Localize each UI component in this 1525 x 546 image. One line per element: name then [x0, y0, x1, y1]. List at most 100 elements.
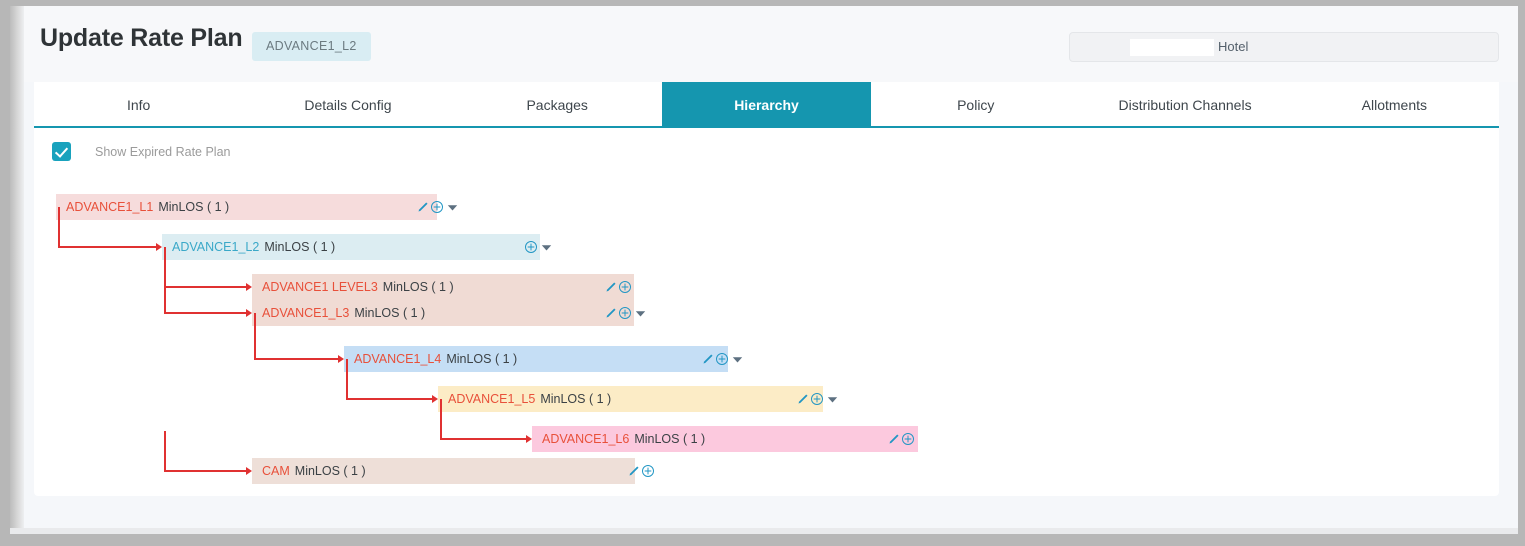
connector-root-to-cam-arrowhead	[246, 467, 252, 475]
tab-policy[interactable]: Policy	[871, 82, 1081, 128]
hierarchy-node-code: ADVANCE1_L6	[542, 432, 630, 446]
connector-l1-to-l2-horizontal	[58, 246, 158, 248]
hierarchy-node-actions	[524, 240, 554, 255]
hierarchy-node-code: ADVANCE1_L4	[354, 352, 442, 366]
tab-label: Hierarchy	[734, 97, 799, 113]
connector-l2-to-l3-arrowhead	[246, 309, 252, 317]
hierarchy-node-actions	[796, 392, 840, 407]
collapse-icon[interactable]	[825, 392, 840, 407]
tab-label: Allotments	[1361, 97, 1427, 113]
hierarchy-node[interactable]: CAM MinLOS ( 1 )	[252, 458, 654, 484]
tab-bar: Info Details Config Packages Hierarchy Polic…	[34, 82, 1499, 128]
hierarchy-node-code: ADVANCE1_L2	[172, 240, 260, 254]
collapse-icon[interactable]	[633, 306, 648, 321]
tab-label: Packages	[526, 97, 588, 113]
edit-icon[interactable]	[604, 307, 617, 320]
hotel-name-label: Hotel	[1218, 39, 1249, 54]
hierarchy-node-minlos: MinLOS ( 1 )	[446, 352, 518, 366]
hierarchy-node-minlos: MinLOS ( 1 )	[540, 392, 612, 406]
tab-info[interactable]: Info	[34, 82, 244, 128]
content-card: Info Details Config Packages Hierarchy Polic…	[34, 82, 1499, 496]
hierarchy-node-actions	[604, 306, 648, 321]
page-title: Update Rate Plan	[40, 24, 243, 52]
hierarchy-node-code: CAM	[262, 464, 290, 478]
hierarchy-node-actions	[627, 464, 655, 478]
hierarchy-node-minlos: MinLOS ( 1 )	[354, 306, 426, 320]
hierarchy-node-minlos: MinLOS ( 1 )	[158, 200, 230, 214]
hierarchy-node[interactable]: ADVANCE1_L5 MinLOS ( 1 )	[438, 386, 838, 412]
hotel-selector[interactable]: Hotel	[1069, 32, 1499, 62]
connector-l3-to-l4-arrowhead	[338, 355, 344, 363]
tab-allotments[interactable]: Allotments	[1289, 82, 1499, 128]
show-expired-rate-plan-row: Show Expired Rate Plan	[52, 142, 231, 161]
connector-l4-to-l5-horizontal	[346, 398, 434, 400]
tab-distribution-channels[interactable]: Distribution Channels	[1080, 82, 1290, 128]
add-icon[interactable]	[810, 392, 824, 406]
collapse-icon[interactable]	[539, 240, 554, 255]
tab-label: Policy	[957, 97, 995, 113]
add-icon[interactable]	[430, 200, 444, 214]
add-icon[interactable]	[618, 306, 632, 320]
tab-packages[interactable]: Packages	[452, 82, 662, 128]
edit-icon[interactable]	[416, 201, 429, 214]
connector-l4-to-l5-arrowhead	[432, 395, 438, 403]
edit-icon[interactable]	[887, 433, 900, 446]
edit-icon[interactable]	[604, 281, 617, 294]
connector-l5-to-l6-arrowhead	[526, 435, 532, 443]
connector-l2-to-level3-horizontal	[164, 286, 248, 288]
edit-icon[interactable]	[796, 393, 809, 406]
hierarchy-node-minlos: MinLOS ( 1 )	[382, 280, 454, 294]
add-icon[interactable]	[901, 432, 915, 446]
connector-l2-to-level3-arrowhead	[246, 283, 252, 291]
connector-l2-to-l3-vertical	[164, 247, 166, 313]
connector-l5-to-l6-vertical	[440, 399, 442, 439]
add-icon[interactable]	[524, 240, 538, 254]
connector-l3-to-l4-horizontal	[254, 358, 340, 360]
tab-details-config[interactable]: Details Config	[243, 82, 453, 128]
connector-root-to-cam-vertical	[164, 431, 166, 471]
hierarchy-node-code: ADVANCE1_L1	[66, 200, 154, 214]
hierarchy-node-code: ADVANCE1_L5	[448, 392, 536, 406]
hotel-redacted-block	[1130, 39, 1214, 56]
tab-label: Info	[126, 97, 151, 113]
tab-label: Distribution Channels	[1118, 97, 1252, 113]
collapse-icon[interactable]	[445, 200, 460, 215]
hierarchy-node-actions	[604, 280, 632, 294]
rate-plan-code-badge: ADVANCE1_L2	[252, 32, 371, 61]
hierarchy-node-minlos: MinLOS ( 1 )	[294, 464, 366, 478]
connector-l2-to-l3-horizontal	[164, 312, 248, 314]
connector-l3-to-l4-vertical	[254, 313, 256, 359]
tab-active-underline	[34, 126, 1499, 128]
tab-hierarchy[interactable]: Hierarchy	[661, 82, 872, 128]
hierarchy-node-minlos: MinLOS ( 1 )	[264, 240, 336, 254]
show-expired-checkbox[interactable]	[52, 142, 71, 161]
application-frame: Update Rate Plan ADVANCE1_L2 Hotel Info D…	[10, 6, 1518, 534]
connector-l5-to-l6-horizontal	[440, 438, 528, 440]
connector-l1-to-l2-vertical	[58, 207, 60, 247]
hierarchy-node[interactable]: ADVANCE1_L6 MinLOS ( 1 )	[532, 426, 918, 452]
hierarchy-node-actions	[701, 352, 745, 367]
page-header: Update Rate Plan ADVANCE1_L2 Hotel	[24, 6, 1518, 82]
hierarchy-node[interactable]: ADVANCE1_L1 MinLOS ( 1 )	[56, 194, 458, 220]
hierarchy-node-actions	[416, 200, 460, 215]
hierarchy-node[interactable]: ADVANCE1_L4 MinLOS ( 1 )	[344, 346, 743, 372]
connector-root-to-cam-horizontal	[164, 470, 248, 472]
hierarchy-node[interactable]: ADVANCE1_L2 MinLOS ( 1 )	[162, 234, 552, 260]
add-icon[interactable]	[618, 280, 632, 294]
edit-icon[interactable]	[627, 465, 640, 478]
add-icon[interactable]	[715, 352, 729, 366]
add-icon[interactable]	[641, 464, 655, 478]
edit-icon[interactable]	[701, 353, 714, 366]
hierarchy-node[interactable]: ADVANCE1_L3 MinLOS ( 1 )	[252, 300, 646, 326]
hierarchy-node-actions	[887, 432, 915, 446]
hierarchy-node[interactable]: ADVANCE1 LEVEL3 MinLOS ( 1 )	[252, 274, 634, 300]
show-expired-label: Show Expired Rate Plan	[95, 144, 231, 159]
connector-l4-to-l5-vertical	[346, 359, 348, 399]
connector-l1-to-l2-arrowhead	[156, 243, 162, 251]
left-rail	[10, 6, 24, 534]
hierarchy-node-minlos: MinLOS ( 1 )	[634, 432, 706, 446]
hierarchy-node-code: ADVANCE1 LEVEL3	[262, 280, 378, 294]
collapse-icon[interactable]	[730, 352, 745, 367]
hierarchy-node-code: ADVANCE1_L3	[262, 306, 350, 320]
